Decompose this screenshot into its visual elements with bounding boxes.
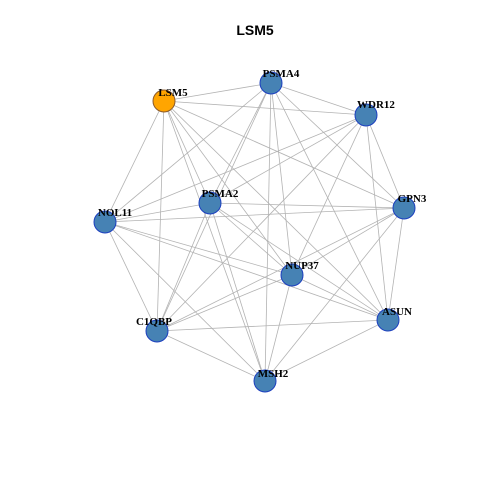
node-circle[interactable] — [152, 89, 176, 113]
edge-c1qbp-psma2 — [156, 202, 211, 332]
edge-psma4-nol11 — [104, 82, 272, 223]
edge-asun-nol11 — [104, 221, 389, 321]
edge-nol11-psma2 — [104, 202, 211, 223]
edge-lsm5-psma4 — [163, 82, 272, 102]
edge-msh2-c1qbp — [156, 330, 266, 382]
node-circle[interactable] — [376, 308, 400, 332]
edge-lsm5-asun — [163, 100, 389, 321]
node-circle[interactable] — [198, 191, 222, 215]
edge-psma4-asun — [270, 82, 389, 321]
edge-psma4-wdr12 — [270, 82, 367, 116]
edge-asun-psma2 — [209, 202, 389, 321]
node-label: NOL11 — [98, 207, 132, 219]
edge-gpn3-nup37 — [291, 207, 405, 276]
edge-asun-msh2 — [264, 319, 389, 382]
node-circle[interactable] — [392, 196, 416, 220]
node-circle[interactable] — [93, 210, 117, 234]
node-circle[interactable] — [253, 369, 277, 393]
node-label: C1QBP — [136, 316, 172, 328]
node-label: ASUN — [382, 306, 412, 318]
node-label: NUP37 — [285, 260, 319, 272]
node-circle[interactable] — [259, 71, 283, 95]
node-circle[interactable] — [354, 103, 378, 127]
node-label: MSH2 — [258, 368, 289, 380]
node-gpn3[interactable]: GPN3 — [392, 193, 427, 220]
edge-c1qbp-nup37 — [156, 274, 293, 332]
edge-wdr12-nup37 — [291, 114, 367, 276]
node-nol11[interactable]: NOL11 — [93, 207, 132, 234]
edge-lsm5-c1qbp — [156, 100, 165, 332]
node-label: LSM5 — [158, 87, 188, 99]
edge-wdr12-asun — [365, 114, 389, 321]
edge-gpn3-nol11 — [104, 207, 405, 223]
edge-lsm5-wdr12 — [163, 100, 367, 116]
edge-msh2-nup37 — [264, 274, 293, 382]
edge-msh2-psma2 — [209, 202, 266, 382]
node-label: PSMA2 — [202, 188, 239, 200]
edge-lsm5-msh2 — [163, 100, 266, 382]
edge-wdr12-c1qbp — [156, 114, 367, 332]
node-asun[interactable]: ASUN — [376, 306, 412, 332]
node-label: GPN3 — [398, 193, 427, 205]
edge-psma4-nup37 — [270, 82, 293, 276]
node-nup37[interactable]: NUP37 — [280, 260, 319, 287]
node-msh2[interactable]: MSH2 — [253, 368, 289, 393]
edge-psma4-msh2 — [264, 82, 272, 382]
edge-psma4-gpn3 — [270, 82, 405, 209]
edge-lsm5-nol11 — [104, 100, 165, 223]
node-label: PSMA4 — [263, 68, 300, 80]
node-psma4[interactable]: PSMA4 — [259, 68, 300, 95]
edge-wdr12-gpn3 — [365, 114, 405, 209]
node-c1qbp[interactable]: C1QBP — [136, 316, 172, 343]
edge-asun-c1qbp — [156, 319, 389, 332]
edge-psma4-psma2 — [209, 82, 272, 204]
edge-lsm5-psma2 — [163, 100, 211, 204]
edge-lsm5-gpn3 — [163, 100, 405, 209]
edge-c1qbp-nol11 — [104, 221, 158, 332]
node-psma2[interactable]: PSMA2 — [198, 188, 239, 215]
edge-gpn3-c1qbp — [156, 207, 405, 332]
edge-gpn3-psma2 — [209, 202, 405, 209]
node-wdr12[interactable]: WDR12 — [354, 99, 395, 127]
edge-lsm5-nup37 — [163, 100, 293, 276]
edge-gpn3-asun — [387, 207, 405, 321]
edge-asun-nup37 — [291, 274, 389, 321]
node-label: WDR12 — [357, 99, 395, 111]
node-lsm5[interactable]: LSM5 — [152, 87, 188, 113]
node-circle[interactable] — [280, 263, 304, 287]
edge-wdr12-nol11 — [104, 114, 367, 223]
edge-msh2-nol11 — [104, 221, 266, 382]
node-circle[interactable] — [145, 319, 169, 343]
edge-wdr12-psma2 — [209, 114, 367, 204]
edge-nol11-nup37 — [104, 221, 293, 276]
diagram-title: LSM5 — [236, 22, 274, 38]
edge-psma2-nup37 — [209, 202, 293, 276]
